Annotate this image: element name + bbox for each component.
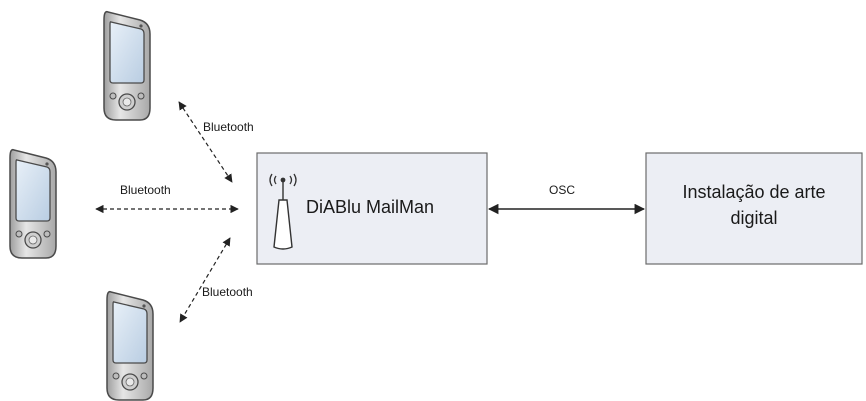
osc-label: OSC [549,183,575,197]
pda-device-icon [9,148,57,259]
mailman-box [256,152,488,265]
antenna-icon [269,173,297,250]
installation-box [645,152,863,265]
bluetooth-label-middle: Bluetooth [120,183,171,197]
installation-node: Instalação de arte digital [645,152,863,265]
installation-label-line2: digital [730,208,777,228]
bluetooth-edge-top [178,101,233,183]
bluetooth-label-top: Bluetooth [203,120,254,134]
installation-label-line1: Instalação de arte [682,182,825,202]
pda-device-top [103,10,151,121]
bluetooth-label-bottom: Bluetooth [202,285,253,299]
pda-device-icon [106,290,154,401]
pda-device-left [9,148,57,259]
pda-device-icon [103,10,151,121]
mailman-label: DiABlu MailMan [306,197,434,217]
mailman-node: DiABlu MailMan [256,152,488,265]
bluetooth-edge-bottom [179,237,231,323]
pda-device-bottom [106,290,154,401]
